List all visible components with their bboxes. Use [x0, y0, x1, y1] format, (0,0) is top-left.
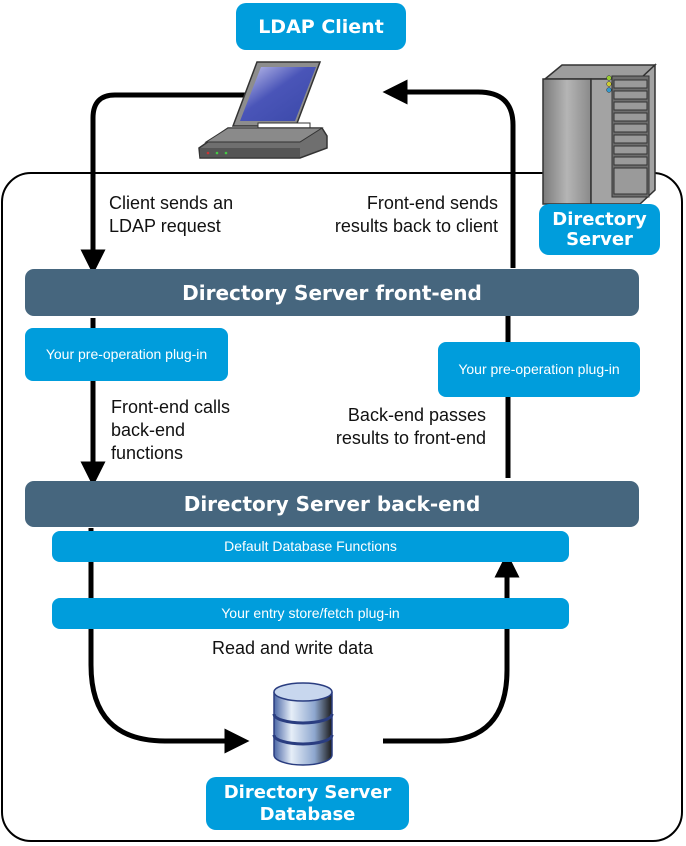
laptop-icon	[198, 61, 328, 159]
database-cylinder-icon	[272, 682, 334, 766]
server-tower-icon	[542, 63, 657, 205]
label-backend-passes: Back-end passes results to front-end	[335, 405, 486, 448]
ldap-client-label: LDAP Client	[236, 3, 406, 50]
entry-store-fetch-plugin: Your entry store/fetch plug-in	[52, 598, 569, 629]
directory-server-boundary	[1, 172, 683, 842]
directory-server-label: Directory Server	[539, 204, 660, 255]
arrow-client-request	[80, 92, 247, 275]
label-frontend-sends: Front-end sends results back to client	[334, 193, 498, 236]
arrow-results-to-client	[382, 79, 516, 268]
pre-operation-plugin-left: Your pre-operation plug-in	[25, 328, 228, 381]
arrow-from-database	[383, 552, 520, 744]
label-client-sends: Client sends an LDAP request	[109, 193, 234, 236]
frontend-bar: Directory Server front-end	[25, 269, 639, 316]
arrow-to-database	[88, 528, 250, 754]
default-database-functions: Default Database Functions	[52, 531, 569, 562]
database-label: Directory Server Database	[206, 777, 409, 830]
label-frontend-calls: Front-end calls back-end functions	[111, 397, 231, 463]
label-read-write: Read and write data	[212, 638, 374, 658]
backend-bar: Directory Server back-end	[25, 481, 639, 527]
pre-operation-plugin-right: Your pre-operation plug-in	[438, 342, 640, 397]
